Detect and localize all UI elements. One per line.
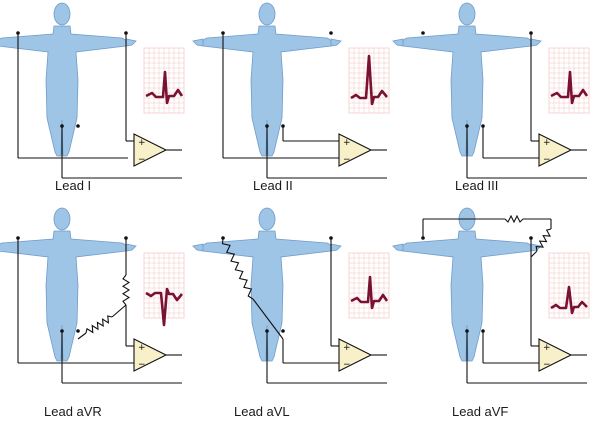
label-lead-iii: Lead III: [455, 178, 499, 193]
electrode-node: [465, 329, 469, 333]
ecg-trace: [350, 54, 388, 106]
electrode-node: [281, 329, 285, 333]
amplifier: +−: [538, 133, 587, 167]
label-lead-i: Lead I: [55, 178, 92, 193]
electrode-node: [124, 31, 128, 35]
wiring: [421, 31, 587, 179]
label-lead-avl: Lead aVL: [234, 404, 290, 419]
electrode-node: [421, 31, 425, 35]
electrode-node: [529, 31, 533, 35]
amplifier-minus: −: [343, 155, 351, 165]
panel-lead-ii: +−: [192, 2, 390, 179]
wiring: [221, 236, 387, 384]
resistor: [221, 237, 254, 300]
electrode-node: [76, 124, 80, 128]
label-lead-avr: Lead aVR: [44, 404, 102, 419]
resistor: [504, 214, 524, 224]
amplifier-plus: +: [543, 138, 551, 148]
electrode-node: [60, 329, 64, 333]
amplifier-minus: −: [543, 360, 551, 370]
ecg-trace: [145, 287, 183, 327]
amplifier-triangle: [133, 133, 168, 167]
resistor: [535, 228, 552, 252]
amplifier-plus: +: [343, 343, 351, 353]
ecg-trace: [350, 275, 389, 310]
electrode-node: [265, 124, 269, 128]
electrode-node: [465, 124, 469, 128]
amplifier-minus: −: [138, 360, 146, 370]
amplifier-plus: +: [138, 343, 146, 353]
ecg-trace: [145, 70, 184, 105]
panel-lead-iii: +−: [392, 2, 590, 179]
electrode-node: [124, 236, 128, 240]
electrode-node: [481, 124, 485, 128]
wire: [111, 304, 127, 318]
wiring: [421, 214, 587, 384]
electrode-node: [221, 236, 225, 240]
panel-lead-i: +−: [0, 2, 185, 179]
amplifier-minus: −: [343, 360, 351, 370]
amplifier-triangle: [133, 338, 168, 372]
ecg-trace: [550, 285, 588, 315]
electrode-node: [421, 236, 425, 240]
amplifier: +−: [133, 338, 182, 372]
electrode-node: [16, 236, 20, 240]
amplifier-plus: +: [138, 138, 146, 148]
label-lead-ii: Lead II: [253, 178, 293, 193]
wiring: [16, 31, 182, 179]
amplifier: +−: [338, 133, 387, 167]
wiring: [221, 31, 387, 179]
electrode-node: [329, 31, 333, 35]
label-lead-avf: Lead aVF: [452, 404, 509, 419]
wire: [77, 332, 87, 340]
amplifier-plus: +: [543, 343, 551, 353]
panel-lead-avl: +−: [192, 207, 390, 384]
amplifier: +−: [538, 338, 587, 372]
amplifier-minus: −: [138, 155, 146, 165]
resistor: [85, 315, 113, 334]
amplifier-triangle: [338, 338, 373, 372]
electrode-node: [329, 236, 333, 240]
amplifier: +−: [133, 133, 182, 167]
electrode-node: [481, 329, 485, 333]
amplifier: +−: [338, 338, 387, 372]
amplifier-triangle: [538, 338, 573, 372]
human-figure: [0, 207, 137, 362]
amplifier-plus: +: [343, 138, 351, 148]
electrode-node: [60, 124, 64, 128]
electrode-node: [281, 124, 285, 128]
resistor: [121, 274, 131, 306]
amplifier-triangle: [338, 133, 373, 167]
electrode-node: [76, 329, 80, 333]
ecg-trace: [550, 70, 589, 105]
wiring: [16, 236, 182, 384]
panel-lead-avf: +−: [392, 207, 590, 384]
electrode-node: [221, 31, 225, 35]
wire: [530, 250, 538, 258]
panel-lead-avr: +−: [0, 207, 185, 384]
electrode-node: [265, 329, 269, 333]
electrode-node: [16, 31, 20, 35]
wire: [252, 298, 284, 340]
electrode-node: [529, 236, 533, 240]
amplifier-minus: −: [543, 155, 551, 165]
human-figure: [0, 2, 137, 157]
amplifier-triangle: [538, 133, 573, 167]
